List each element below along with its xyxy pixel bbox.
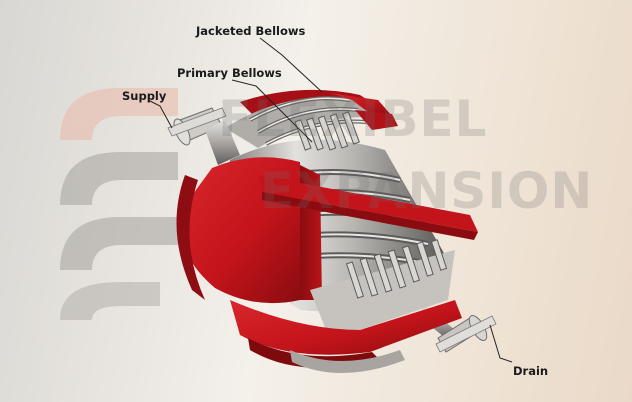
jacket-shell-left-edge <box>176 175 205 300</box>
logo-gray-swoosh-1 <box>60 152 178 205</box>
jacket-bottom-lower-steel <box>290 350 405 374</box>
jacket-bottom-shadow <box>248 338 380 368</box>
label-primary-bellows: Primary Bellows <box>177 66 282 80</box>
leader-drain <box>489 324 513 363</box>
watermark-line-2: EXPANSION <box>260 162 594 220</box>
leader-lines <box>147 37 513 363</box>
watermark-logo <box>60 88 178 320</box>
jacketed-bellows-bottom <box>310 239 455 340</box>
label-drain: Drain <box>513 364 549 378</box>
jacket-bottom-red <box>230 300 462 355</box>
jacket-top-flange <box>355 110 398 130</box>
supply-nozzle <box>167 107 240 165</box>
logo-red-swoosh <box>60 88 178 140</box>
jacket-top-red <box>330 93 392 116</box>
label-supply: Supply <box>122 89 167 103</box>
leader-jacketed-bellows <box>259 37 323 93</box>
leader-primary-bellows <box>231 79 313 143</box>
watermark-line-1: FLEXIBEL <box>218 90 488 148</box>
leader-supply <box>147 99 173 129</box>
label-jacketed-bellows: Jacketed Bellows <box>196 24 306 38</box>
logo-gray-swoosh-2 <box>60 217 178 270</box>
jacketed-bellows-top <box>225 96 385 151</box>
jacket-band-right <box>258 175 478 232</box>
logo-gray-swoosh-3 <box>60 282 160 320</box>
